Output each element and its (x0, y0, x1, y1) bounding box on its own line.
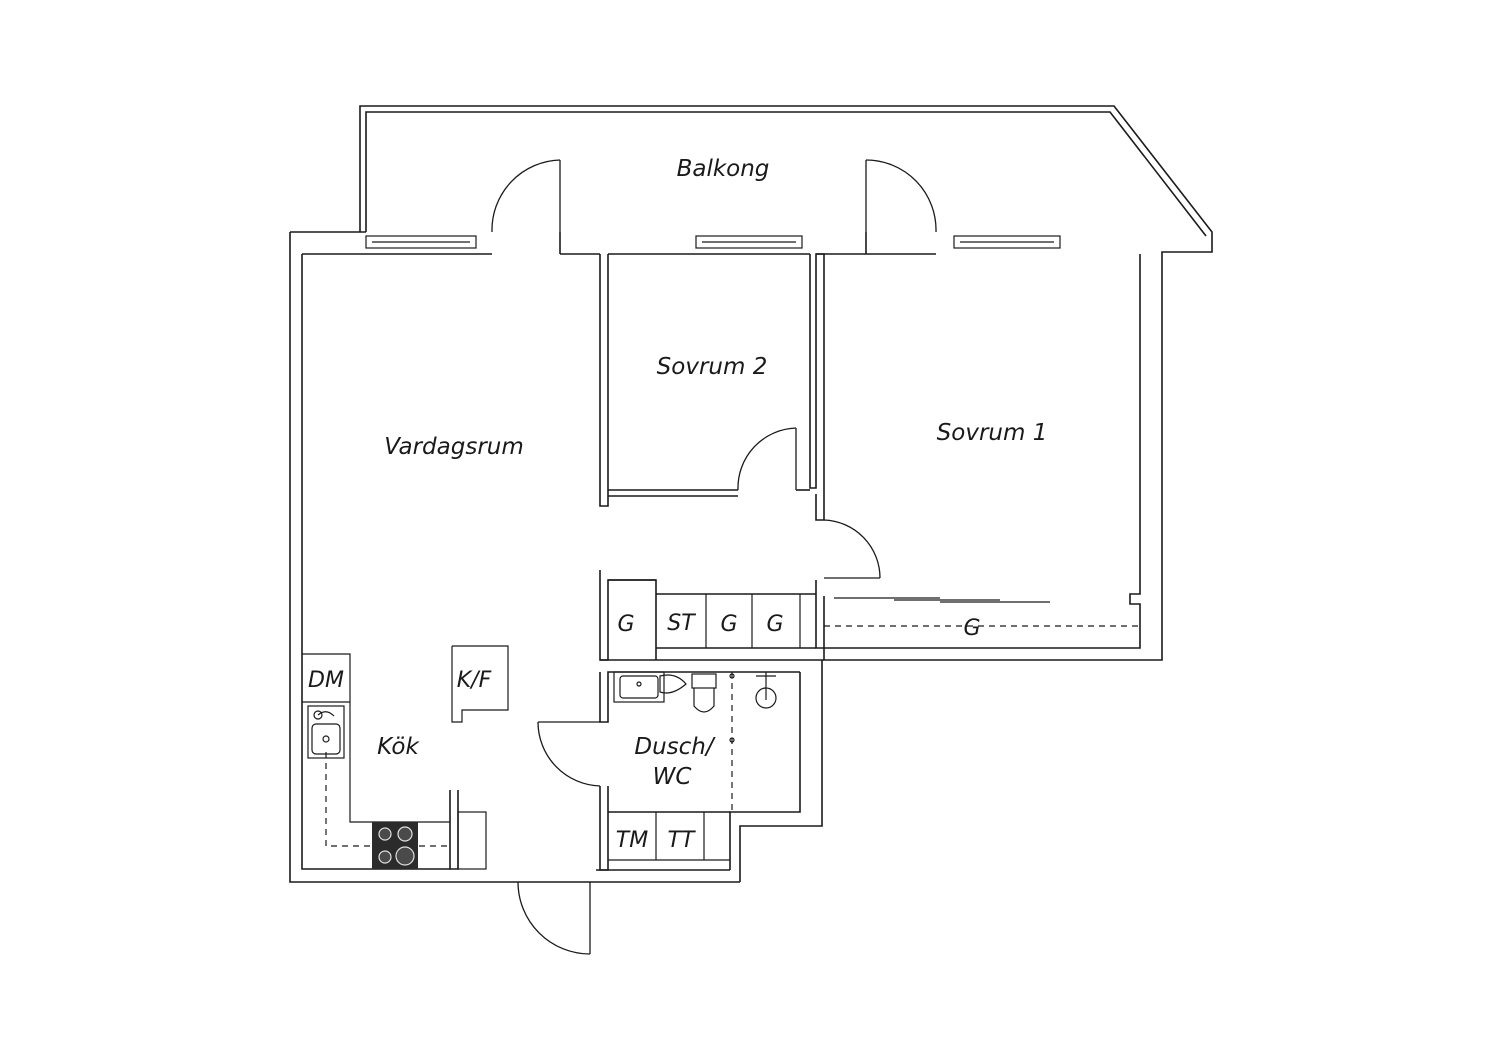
wardrobe-dividers (705, 594, 801, 648)
room-labels: Balkong Sovrum 2 Sovrum 1 Vardagsrum Kök… (377, 156, 1047, 790)
sink-icon (307, 705, 345, 759)
fridge-freezer-outline (451, 645, 509, 723)
sliding-wardrobe-doors (824, 597, 1140, 627)
balcony-outline (359, 105, 1213, 661)
room-label-sovrum-1: Sovrum 1 (937, 420, 1048, 446)
stove-icon (372, 822, 418, 869)
washbasin-icon (613, 671, 665, 703)
shower-icon (755, 672, 777, 709)
fixture-label-tm: TM (616, 828, 648, 853)
laundry-dividers (608, 812, 730, 861)
fixture-label-dm: DM (308, 668, 344, 693)
fixture-label-tt: TT (668, 828, 696, 853)
fixture-label-g: G (720, 612, 737, 637)
exterior-walls (289, 231, 1141, 883)
fixture-label-g: G (963, 616, 980, 641)
room-label-sovrum-2: Sovrum 2 (657, 354, 768, 380)
room-label-wc: WC (653, 764, 692, 790)
fixture-label-st: ST (667, 611, 696, 636)
windows (365, 235, 1061, 249)
interior-walls (449, 253, 825, 871)
fixture-label-kf: K/F (457, 668, 492, 693)
room-label-dusch: Dusch/ (634, 734, 715, 760)
fixture-labels: DM K/F G ST G G G TM TT (308, 611, 980, 853)
doors (491, 159, 937, 955)
room-label-vardagsrum: Vardagsrum (384, 434, 524, 460)
fixture-label-g: G (766, 612, 783, 637)
room-label-kok: Kök (377, 734, 420, 760)
room-label-balkong: Balkong (677, 156, 770, 182)
kitchen-fixtures (302, 645, 509, 870)
toilet-icon (691, 673, 717, 713)
bathroom-fixtures (613, 671, 777, 812)
fixture-label-g: G (617, 612, 634, 637)
